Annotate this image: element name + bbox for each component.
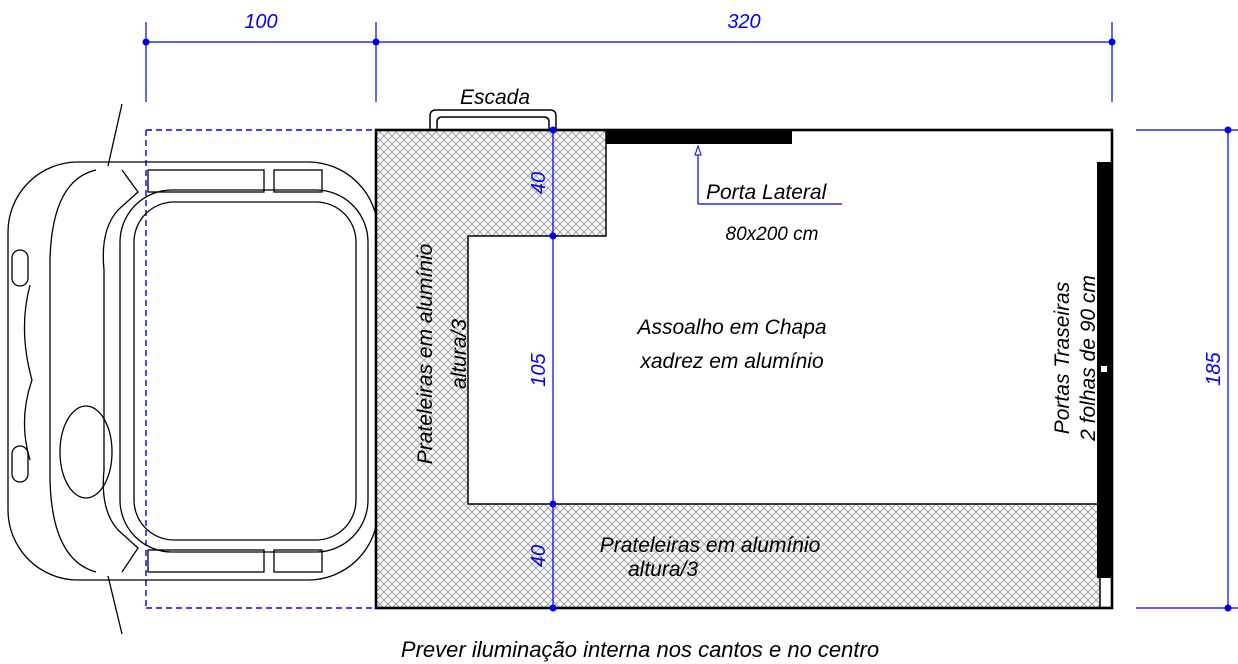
dimension-node xyxy=(1224,126,1232,134)
footer-note: Prever iluminação interna nos cantos e n… xyxy=(401,637,879,662)
middle-span-dimension: 105 xyxy=(528,352,550,386)
bottom-shelves-label-line2: altura/3 xyxy=(628,558,698,581)
ladder-label: Escada xyxy=(460,86,530,109)
right-dimension-lines xyxy=(1136,129,1238,609)
dimension-node xyxy=(1224,604,1232,612)
dimension-node xyxy=(142,38,150,46)
dimension-node xyxy=(372,38,380,46)
left-shelves-label-line2: altura/3 xyxy=(448,319,471,389)
dimension-node xyxy=(549,232,557,240)
dimension-node xyxy=(1108,38,1116,46)
bottom-shelves-label-line1: Prateleiras em alumínio xyxy=(600,534,821,557)
body-width-dimension: 185 xyxy=(1203,351,1225,385)
side-door-bar xyxy=(606,130,792,144)
dimension-node xyxy=(549,500,557,508)
rear-doors-label-line2: 2 folhas de 90 cm xyxy=(1077,275,1100,442)
cab-dashed-outline xyxy=(145,129,376,609)
ladder-outline xyxy=(429,109,557,130)
side-door-size: 80x200 cm xyxy=(726,224,819,245)
rear-shelf-depth-dimension: 40 xyxy=(528,545,550,567)
side-door-leader-arrow xyxy=(694,144,702,156)
top-dimension-lines xyxy=(145,22,1113,102)
side-door-title: Porta Lateral xyxy=(706,181,828,204)
left-shelves-label-line1: Prateleiras em alumínio xyxy=(414,243,437,464)
dimension-node xyxy=(549,604,557,612)
rear-door-latch xyxy=(1101,366,1107,372)
floor-label-line2: xadrez em alumínio xyxy=(639,350,824,373)
cab-length-dimension: 100 xyxy=(244,11,277,33)
dimension-node xyxy=(549,126,557,134)
front-shelf-depth-dimension: 40 xyxy=(528,172,550,194)
body-length-dimension: 320 xyxy=(727,11,760,33)
rear-doors-label-line1: Portas Traseiras xyxy=(1051,281,1074,434)
truck-cab xyxy=(7,103,379,635)
side-door-leader xyxy=(697,150,842,205)
floor-label-line1: Assoalho em Chapa xyxy=(635,316,826,339)
